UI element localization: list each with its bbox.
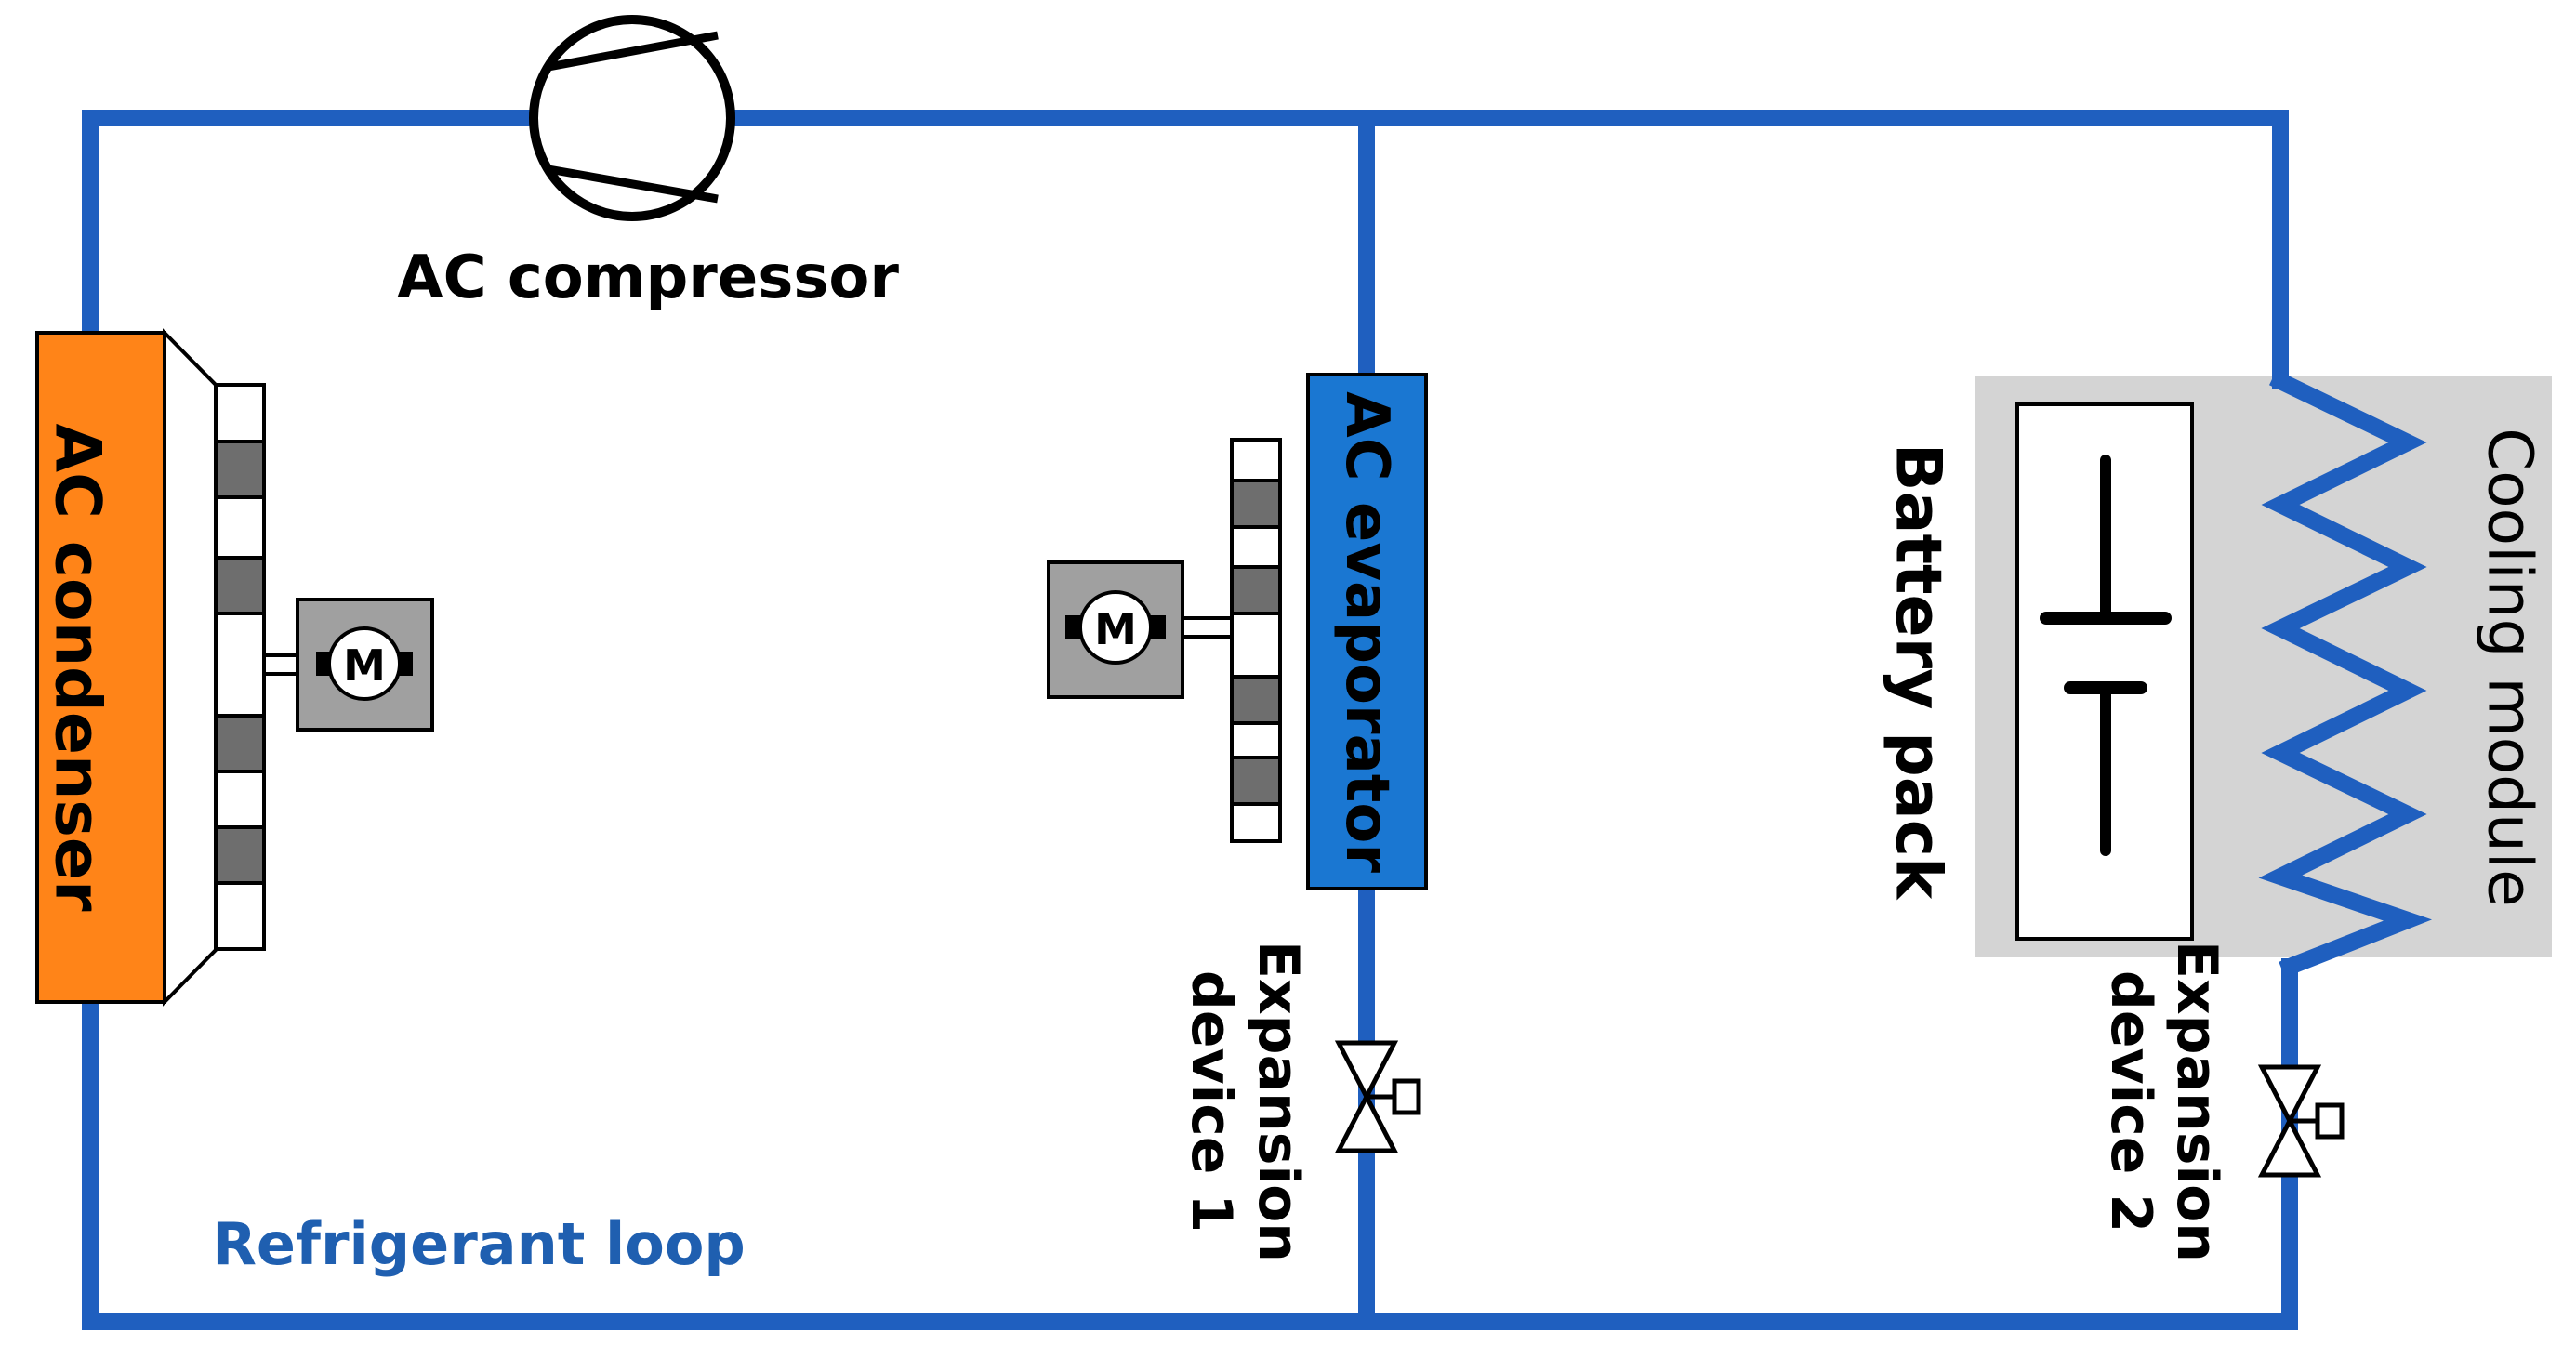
- expansion-valve-icon: [2257, 1064, 2345, 1178]
- compressor-icon: [529, 15, 735, 221]
- battery-icon: [2040, 455, 2172, 856]
- expansion-2-label-line2: device 2: [2098, 970, 2163, 1233]
- evaporator-label: AC evaporator: [1332, 391, 1401, 873]
- battery-pack-label: Battery pack: [1882, 443, 1955, 901]
- condenser-label: AC condenser: [41, 424, 114, 912]
- evaporator-box: [1306, 373, 1428, 890]
- motor-icon: [264, 598, 434, 732]
- compressor-label: AC compressor: [397, 244, 899, 312]
- cooling-coil-icon: [2258, 369, 2433, 978]
- expansion-2-label-line1: Expansion: [2164, 941, 2229, 1262]
- motor-2-label: M: [1094, 604, 1137, 654]
- fan-icon: [1230, 438, 1282, 843]
- pipe-top-left: [82, 110, 543, 338]
- motor-icon: [1047, 560, 1232, 699]
- motor-1-label: M: [343, 640, 386, 691]
- expansion-1-label-line2: device 1: [1179, 970, 1244, 1233]
- expansion-valve-icon: [1334, 1040, 1421, 1153]
- pipe-top-right: [721, 110, 2289, 389]
- refrigerant-loop-label: Refrigerant loop: [212, 1210, 746, 1278]
- fan-icon: [214, 383, 266, 951]
- expansion-1-label-line1: Expansion: [1246, 941, 1311, 1262]
- condenser-diffuser: [163, 328, 218, 1007]
- cooling-module-label: Cooling module: [2475, 428, 2546, 907]
